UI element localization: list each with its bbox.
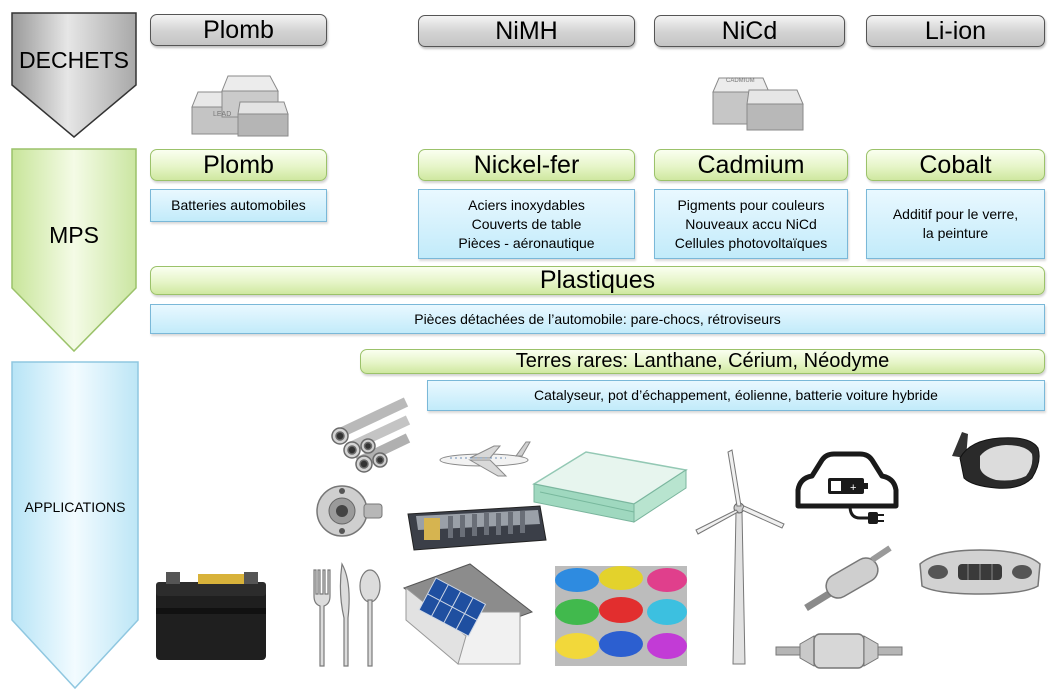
exhaust-muffler-icon <box>804 545 892 611</box>
solar-roof-icon <box>402 563 534 665</box>
bearing-part-icon <box>316 485 383 537</box>
waste-header-nimh: NiMH <box>418 15 635 47</box>
uses-plastiques: Pièces détachées de l’automobile: pare-c… <box>150 304 1045 334</box>
material-nickel-fer: Nickel-fer <box>418 149 635 181</box>
glass-plates-icon <box>531 451 688 523</box>
dechets-arrow <box>11 12 137 138</box>
ingot-label-cadmium: CADMIUM <box>726 78 755 84</box>
uses-cadmium: Pigments pour couleurs Nouveaux accu NiC… <box>654 189 848 259</box>
material-cadmium: Cadmium <box>654 149 848 181</box>
material-terres-rares: Terres rares: Lanthane, Cérium, Néodyme <box>360 349 1045 374</box>
use-line: Additif pour le verre, <box>892 206 1019 222</box>
car-battery-icon <box>156 572 266 660</box>
use-line: Batteries automobiles <box>171 197 306 213</box>
material-plastiques: Plastiques <box>150 266 1045 295</box>
uses-plomb: Batteries automobiles <box>150 189 327 222</box>
ingot-stack-icon <box>712 77 804 131</box>
airplane-icon <box>439 441 531 477</box>
side-mirror-icon <box>952 432 1040 489</box>
use-line: Pièces détachées de l’automobile: pare-c… <box>414 310 781 327</box>
applications-arrow <box>11 361 139 690</box>
applications-label: APPLICATIONS <box>24 499 126 515</box>
use-line: la peinture <box>922 225 989 241</box>
use-line: Aciers inoxydables <box>468 196 585 213</box>
use-line: Nouveaux accu NiCd <box>685 215 817 232</box>
bumper-icon <box>919 549 1041 595</box>
material-cobalt: Cobalt <box>866 149 1045 181</box>
catalytic-converter-icon <box>775 633 903 669</box>
waste-header-nicd: NiCd <box>654 15 845 47</box>
wind-turbine-icon <box>695 449 785 665</box>
use-line: Pièces - aéronautique <box>458 234 595 251</box>
steel-pipes-icon <box>331 397 411 473</box>
hybrid-battery-pack-icon <box>407 505 547 551</box>
mps-arrow <box>11 148 137 353</box>
use-line: Catalyseur, pot d’échappement, éolienne,… <box>534 387 938 403</box>
mps-label: MPS <box>49 222 99 248</box>
material-plomb: Plomb <box>150 149 327 181</box>
ingot-stack-icon <box>191 75 289 137</box>
ingot-label-lead: LEAD <box>213 111 232 118</box>
waste-header-plomb: Plomb <box>150 14 327 46</box>
cutlery-icon <box>313 562 381 667</box>
use-line: Cellules photovoltaïques <box>674 234 828 251</box>
uses-terres-rares: Catalyseur, pot d’échappement, éolienne,… <box>427 380 1045 411</box>
svg-text:+: + <box>850 482 856 494</box>
use-line: Couverts de table <box>471 215 582 232</box>
uses-cobalt: Additif pour le verre, la peinture <box>866 189 1045 259</box>
uses-nickel-fer: Aciers inoxydables Couverts de table Piè… <box>418 189 635 259</box>
paint-cans-icon <box>555 566 687 666</box>
dechets-label: DECHETS <box>19 47 129 73</box>
use-line: Pigments pour couleurs <box>677 196 825 213</box>
electric-car-icon: + <box>795 451 899 524</box>
waste-header-li-ion: Li-ion <box>866 15 1045 47</box>
